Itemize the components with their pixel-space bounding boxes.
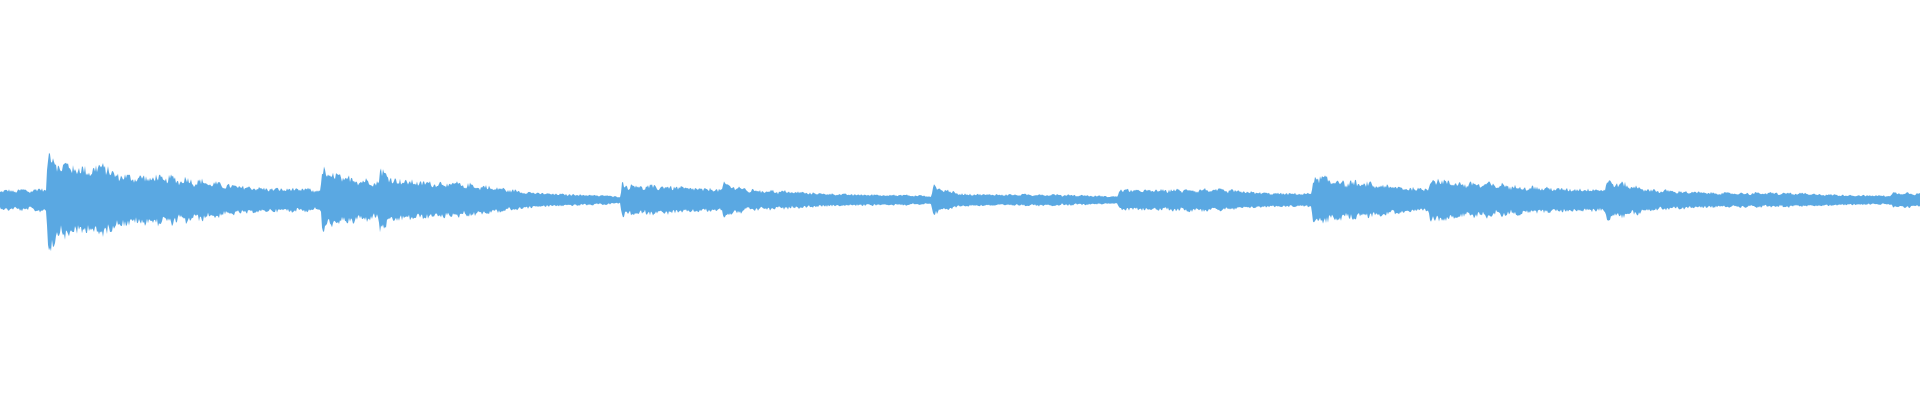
waveform-signal <box>0 152 1920 252</box>
